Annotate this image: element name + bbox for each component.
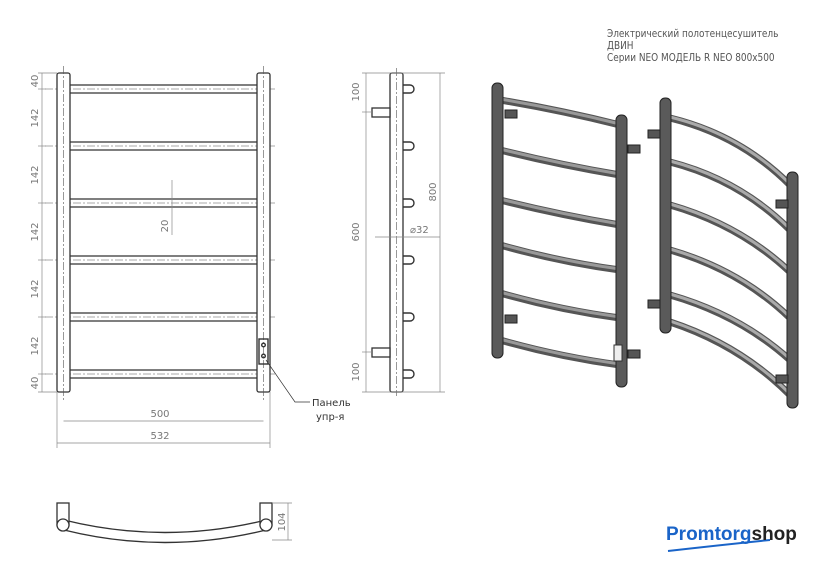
promtorgshop-logo: Promtorgshop — [666, 524, 797, 546]
outer-width-label: 532 — [150, 431, 169, 442]
dim-label: 142 — [30, 108, 41, 127]
panel-label: упр-я — [316, 412, 344, 423]
front-view: 40 142 142 142 142 142 40 20 500 532 Пан… — [30, 66, 351, 448]
rail — [65, 369, 267, 379]
rail — [65, 84, 267, 94]
dim-label: 142 — [30, 279, 41, 298]
drawing-title: Электрический полотенцесушитель ДВИН Сер… — [607, 28, 805, 64]
wall-mount-top — [371, 107, 391, 118]
depth-label: 104 — [277, 512, 288, 531]
dim-label: 142 — [30, 336, 41, 355]
height-label: 800 — [428, 182, 439, 201]
rail-diameter-label: 20 — [160, 220, 171, 233]
bottom-view: 104 — [56, 502, 292, 544]
diameter-label: ⌀32 — [410, 225, 429, 236]
control-panel — [258, 338, 269, 365]
rail — [65, 141, 267, 151]
top-offset-label: 100 — [351, 82, 362, 101]
logo-part-1: Promtorg — [666, 524, 752, 545]
dim-label: 40 — [30, 377, 41, 390]
inner-width-label: 500 — [150, 409, 169, 420]
logo-swoosh — [667, 539, 771, 552]
side-view: 100 600 100 800 ⌀32 — [351, 68, 445, 396]
title-line-2: Серии NEO МОДЕЛЬ R NEO 800x500 — [607, 52, 775, 64]
rail — [65, 198, 267, 208]
logo-part-2: shop — [751, 524, 797, 545]
rail — [65, 255, 267, 265]
dim-label: 142 — [30, 165, 41, 184]
mount-spacing-label: 600 — [351, 222, 362, 241]
rail-ends — [403, 84, 415, 379]
dim-label: 142 — [30, 222, 41, 241]
isometric-view-back — [647, 97, 799, 409]
rail — [65, 312, 267, 322]
dim-label: 40 — [30, 75, 41, 88]
panel-label: Панель — [312, 398, 351, 409]
isometric-view-front — [491, 82, 641, 388]
bottom-offset-label: 100 — [351, 362, 362, 381]
rails — [45, 84, 275, 379]
left-upright — [56, 72, 71, 393]
title-line-1: Электрический полотенцесушитель ДВИН — [607, 28, 779, 52]
wall-mount-bottom — [371, 347, 391, 358]
panel-leader — [265, 359, 310, 403]
